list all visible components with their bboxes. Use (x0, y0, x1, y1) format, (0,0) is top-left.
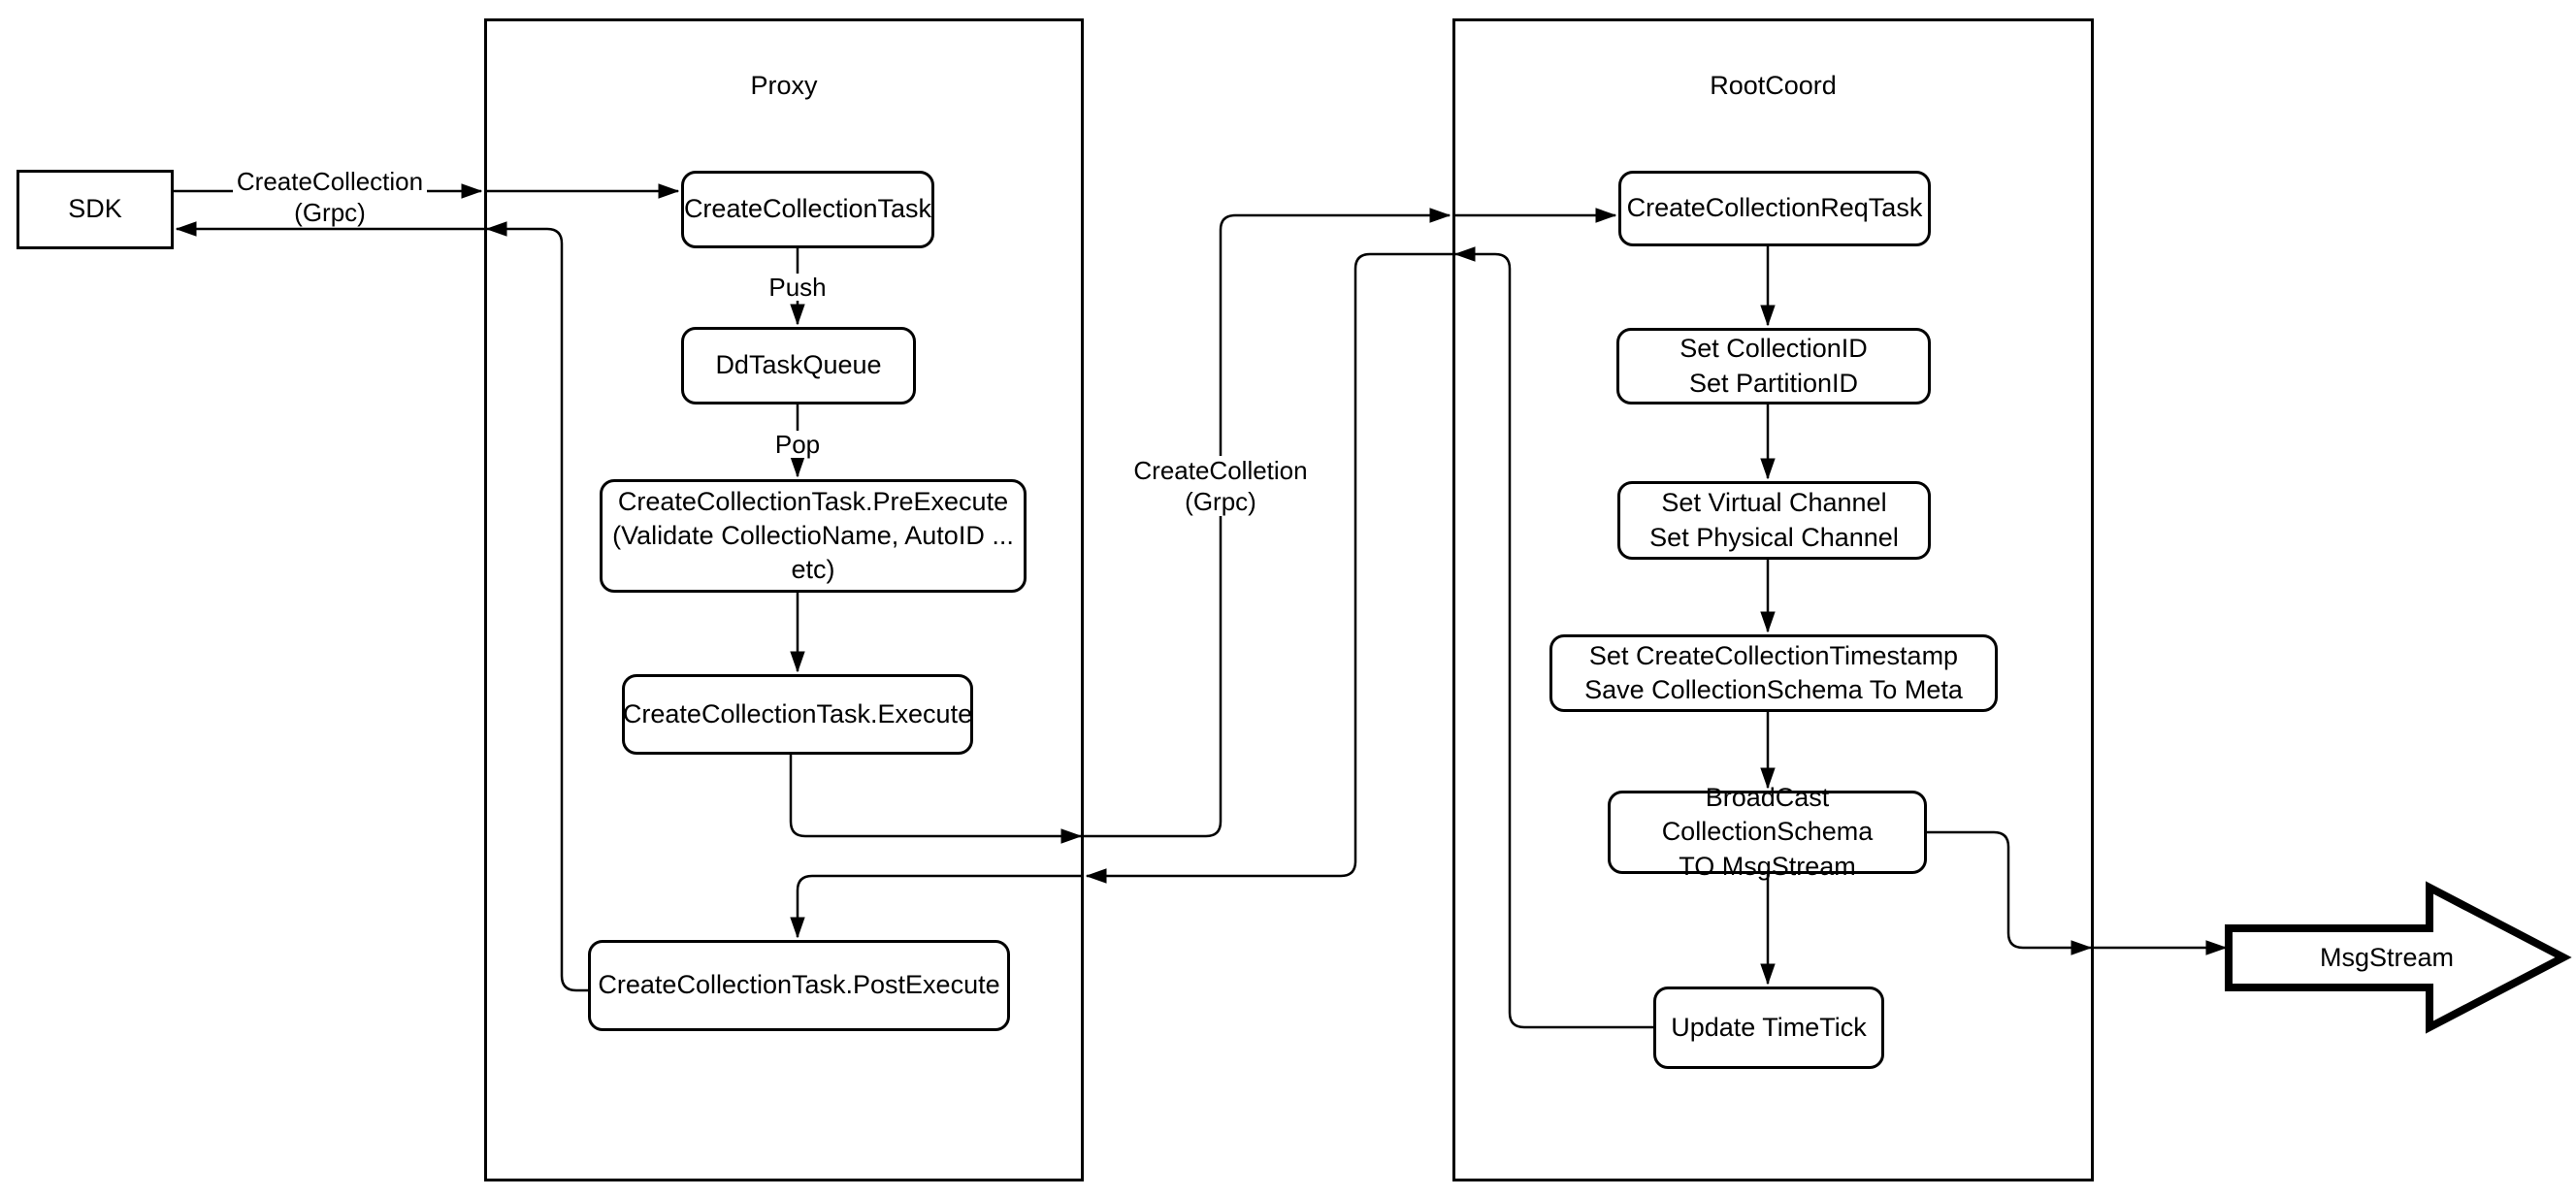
create-collection-task-node: CreateCollectionTask (681, 171, 934, 248)
dd-task-queue-node: DdTaskQueue (681, 327, 916, 404)
set-timestamp-node: Set CreateCollectionTimestamp Save Colle… (1549, 634, 1998, 712)
edge-updatetimetick-to-rootcoord-border (1455, 254, 1653, 1029)
edge-execute-to-proxy-border (789, 755, 1081, 836)
edge-label-createcolletion-grpc: CreateColletion (Grpc) (1124, 456, 1318, 516)
msgstream-label: MsgStream (2319, 942, 2455, 972)
edge-broadcast-to-rootcoord-border (1927, 830, 2091, 948)
rootcoord-title: RootCoord (1710, 71, 1837, 100)
create-collection-req-task-node: CreateCollectionReqTask (1618, 171, 1931, 246)
edge-proxy-border-to-postexecute (798, 874, 1084, 937)
proxy-container: Proxy (484, 18, 1084, 1181)
set-collection-id-node: Set CollectionID Set PartitionID (1616, 328, 1931, 404)
proxy-title: Proxy (750, 71, 818, 100)
execute-node: CreateCollectionTask.Execute (622, 674, 973, 755)
msgstream-arrow-shape (2225, 881, 2572, 1034)
set-channel-node: Set Virtual Channel Set Physical Channel (1617, 481, 1931, 560)
edge-postexecute-to-proxy-border (487, 229, 588, 992)
post-execute-node: CreateCollectionTask.PostExecute (588, 940, 1010, 1031)
rootcoord-container: RootCoord (1452, 18, 2094, 1181)
edge-label-pop: Pop (762, 430, 833, 459)
edge-label-push: Push (762, 273, 833, 302)
edge-proxy-border-to-rootcoord (1084, 215, 1450, 838)
update-timetick-node: Update TimeTick (1653, 987, 1884, 1069)
sdk-node: SDK (16, 170, 174, 249)
broadcast-node: BroadCast CollectionSchema TO MsgStream (1608, 783, 1927, 881)
edge-rootcoord-border-to-proxy-border (1087, 252, 1452, 876)
edge-label-createcollection-grpc: CreateCollection (Grpc) (233, 167, 427, 227)
pre-execute-node: CreateCollectionTask.PreExecute (Validat… (600, 479, 1027, 593)
